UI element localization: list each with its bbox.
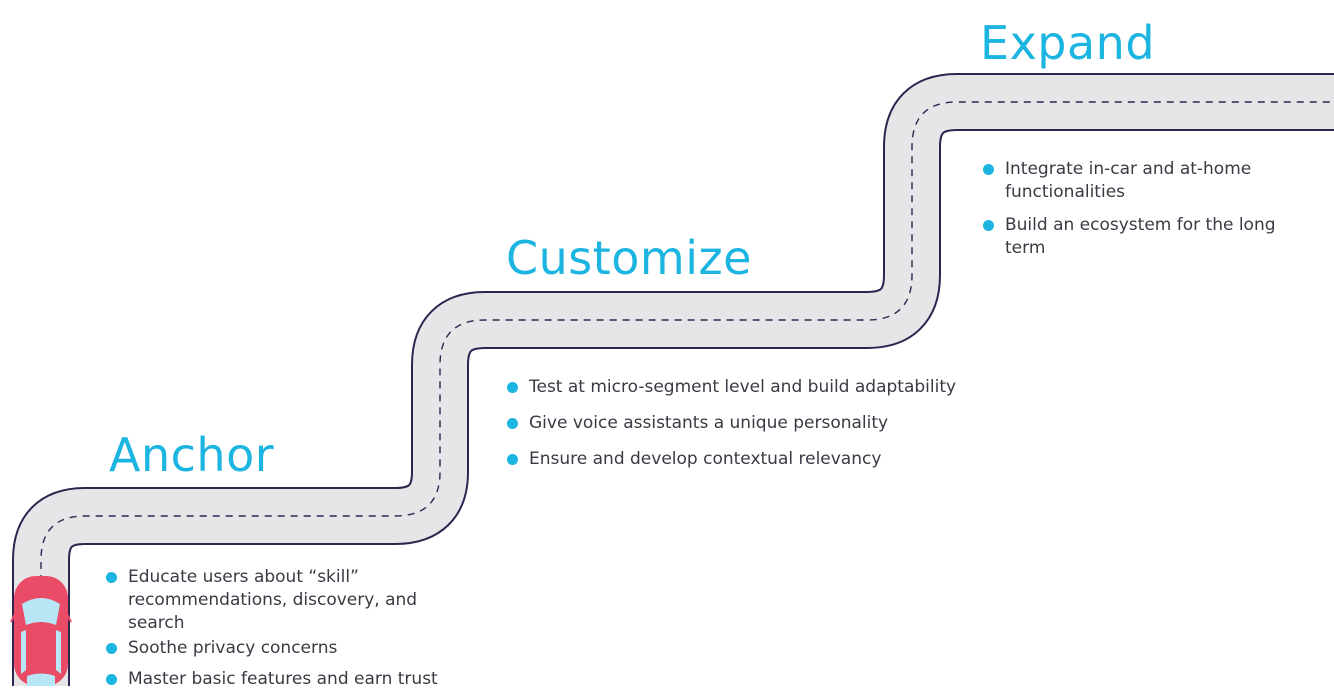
bullet-dot-icon [507, 454, 518, 465]
car-icon [10, 576, 72, 686]
list-item: Soothe privacy concerns [106, 637, 466, 660]
bullet-text: Educate users about “skill” recommendati… [128, 567, 418, 633]
bullet-text: Give voice assistants a unique personali… [529, 413, 889, 433]
bullet-text: Test at micro-segment level and build ad… [529, 377, 957, 397]
bullet-text: Soothe privacy concerns [128, 638, 338, 658]
list-item: Build an ecosystem for the long term [983, 214, 1313, 260]
list-item: Educate users about “skill” recommendati… [106, 566, 466, 635]
list-item: Ensure and develop contextual relevancy [507, 448, 1067, 471]
bullet-dot-icon [507, 418, 518, 429]
stage-bullets-expand: Integrate in-car and at-home functionali… [983, 158, 1313, 260]
stage-title-anchor: Anchor [109, 428, 275, 482]
list-item: Give voice assistants a unique personali… [507, 412, 1067, 435]
bullet-dot-icon [106, 643, 117, 654]
road-path [12, 73, 1334, 686]
list-item: Integrate in-car and at-home functionali… [983, 158, 1313, 204]
bullet-dot-icon [106, 572, 117, 583]
bullet-text: Ensure and develop contextual relevancy [529, 449, 882, 469]
bullet-text: Build an ecosystem for the long term [1005, 215, 1276, 258]
list-item: Test at micro-segment level and build ad… [507, 376, 1067, 399]
list-item: Master basic features and earn trust [106, 668, 466, 691]
bullet-text: Master basic features and earn trust [128, 669, 438, 689]
stage-bullets-anchor: Educate users about “skill” recommendati… [106, 566, 466, 691]
stage-title-customize: Customize [506, 231, 752, 285]
stage-title-expand: Expand [980, 16, 1156, 70]
bullet-text: Integrate in-car and at-home functionali… [1005, 159, 1252, 202]
bullet-dot-icon [507, 382, 518, 393]
bullet-dot-icon [983, 164, 994, 175]
bullet-dot-icon [106, 674, 117, 685]
bullet-dot-icon [983, 220, 994, 231]
stage-bullets-customize: Test at micro-segment level and build ad… [507, 376, 1067, 471]
